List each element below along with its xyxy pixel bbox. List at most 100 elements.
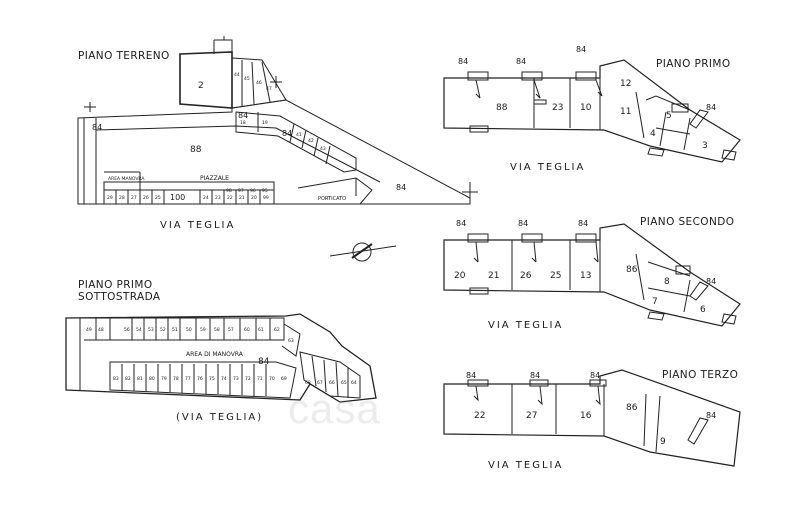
basement-unit-70: 70 [269, 376, 275, 382]
third-unit-9: 9 [660, 437, 666, 447]
basement-unit-72: 72 [245, 376, 251, 382]
basement-unit-71: 71 [257, 376, 263, 382]
third-floor-title: PIANO TERZO [662, 369, 739, 381]
ground-floor-plan [77, 36, 478, 205]
ground-unit-20: 20 [251, 195, 257, 201]
basement-street: (VIA TEGLIA) [176, 412, 264, 423]
ground-unit-18: 18 [240, 120, 246, 126]
third-floor-plan [443, 369, 741, 467]
basement-unit-59: 59 [200, 327, 206, 333]
basement-unit-65: 65 [341, 380, 347, 386]
basement-unit-74: 74 [221, 376, 227, 382]
ground-unit-26: 26 [143, 195, 149, 201]
ground-unit-25: 25 [155, 195, 161, 201]
basement-unit-60: 60 [244, 327, 250, 333]
ground-unit-47: 47 [266, 86, 272, 92]
basement-unit-54: 54 [136, 327, 142, 333]
ground-floor-title: PIANO TERRENO [78, 50, 170, 62]
basement-unit-50: 50 [186, 327, 192, 333]
first-unit-23: 23 [552, 103, 563, 113]
ground-unit-43: 43 [320, 146, 326, 152]
ground-unit-19: 19 [262, 120, 268, 126]
second-unit-7: 7 [652, 297, 658, 307]
ground-piazzale: PIAZZALE [200, 175, 229, 182]
basement-unit-75: 75 [209, 376, 215, 382]
watermark-logo: casa [288, 385, 381, 432]
basement-title-line1: PIANO PRIMO [78, 279, 153, 291]
ground-area-manovra: AREA MANOVRA [108, 176, 145, 182]
second-unit-6: 6 [700, 305, 706, 315]
ground-floor-street: VIA TEGLIA [160, 220, 236, 231]
first-marker-4: 84 [706, 103, 716, 112]
basement-unit-82: 82 [125, 376, 131, 382]
second-floor-plan [443, 223, 741, 327]
basement-unit-58: 58 [214, 327, 220, 333]
ground-unit-100: 100 [170, 193, 185, 202]
ground-unit-2: 2 [198, 81, 204, 91]
first-unit-10: 10 [580, 103, 592, 113]
ground-unit-21: 21 [239, 195, 245, 201]
third-unit-22: 22 [474, 411, 485, 421]
basement-unit-49: 49 [86, 327, 92, 333]
first-unit-4: 4 [650, 129, 656, 139]
ground-label-84a: 84 [92, 123, 102, 132]
ground-unit-98: 98 [226, 188, 232, 194]
basement-unit-67: 67 [317, 380, 323, 386]
third-marker-3: 84 [590, 371, 600, 380]
basement-unit-81: 81 [137, 376, 143, 382]
second-unit-20: 20 [454, 271, 466, 281]
basement-unit-52: 52 [160, 327, 166, 333]
basement-unit-77: 77 [185, 376, 191, 382]
ground-unit-88: 88 [190, 145, 202, 155]
ground-unit-45: 45 [244, 76, 250, 82]
ground-unit-41: 41 [296, 132, 302, 138]
first-marker-1: 84 [458, 57, 468, 66]
second-unit-26: 26 [520, 271, 532, 281]
basement-unit-57: 57 [228, 327, 234, 333]
basement-area: AREA DI MANOVRA [186, 351, 244, 358]
ground-unit-23: 23 [215, 195, 221, 201]
basement-unit-80: 80 [149, 376, 155, 382]
second-marker-2: 84 [518, 219, 528, 228]
basement-unit-78: 78 [173, 376, 179, 382]
basement-plan [65, 313, 377, 403]
second-unit-13: 13 [580, 271, 591, 281]
ground-unit-96: 96 [250, 188, 256, 194]
ground-parking-dividers [115, 190, 261, 204]
basement-unit-63: 63 [288, 338, 294, 344]
basement-unit-84: 84 [258, 357, 270, 367]
basement-unit-68: 68 [305, 380, 311, 386]
ground-unit-97: 97 [238, 188, 244, 194]
first-marker-3: 84 [576, 45, 586, 54]
ground-unit-46: 46 [256, 80, 262, 86]
second-unit-25: 25 [550, 271, 561, 281]
marker-arrows [473, 79, 709, 445]
basement-title-line2: SOTTOSTRADA [78, 291, 161, 303]
basement-unit-69: 69 [281, 376, 287, 382]
first-unit-5: 5 [666, 111, 672, 121]
basement-unit-66: 66 [329, 380, 335, 386]
third-marker-2: 84 [530, 371, 540, 380]
first-floor-plan [443, 59, 741, 163]
ground-unit-99: 99 [263, 195, 269, 201]
first-marker-2: 84 [516, 57, 526, 66]
third-unit-86: 86 [626, 403, 638, 413]
first-floor-street: VIA TEGLIA [510, 162, 586, 173]
third-marker-4: 84 [706, 411, 716, 420]
first-unit-3: 3 [702, 141, 708, 151]
basement-unit-61: 61 [258, 327, 264, 333]
third-marker-1: 84 [466, 371, 476, 380]
third-floor-street: VIA TEGLIA [488, 460, 564, 471]
ground-unit-44: 44 [234, 72, 240, 78]
basement-unit-79: 79 [161, 376, 167, 382]
second-marker-3: 84 [578, 219, 588, 228]
basement-unit-51: 51 [172, 327, 178, 333]
second-marker-4: 84 [706, 277, 716, 286]
first-floor-title: PIANO PRIMO [656, 58, 731, 70]
ground-unit-29: 29 [107, 195, 113, 201]
basement-unit-53: 53 [148, 327, 154, 333]
basement-unit-48: 48 [98, 327, 104, 333]
